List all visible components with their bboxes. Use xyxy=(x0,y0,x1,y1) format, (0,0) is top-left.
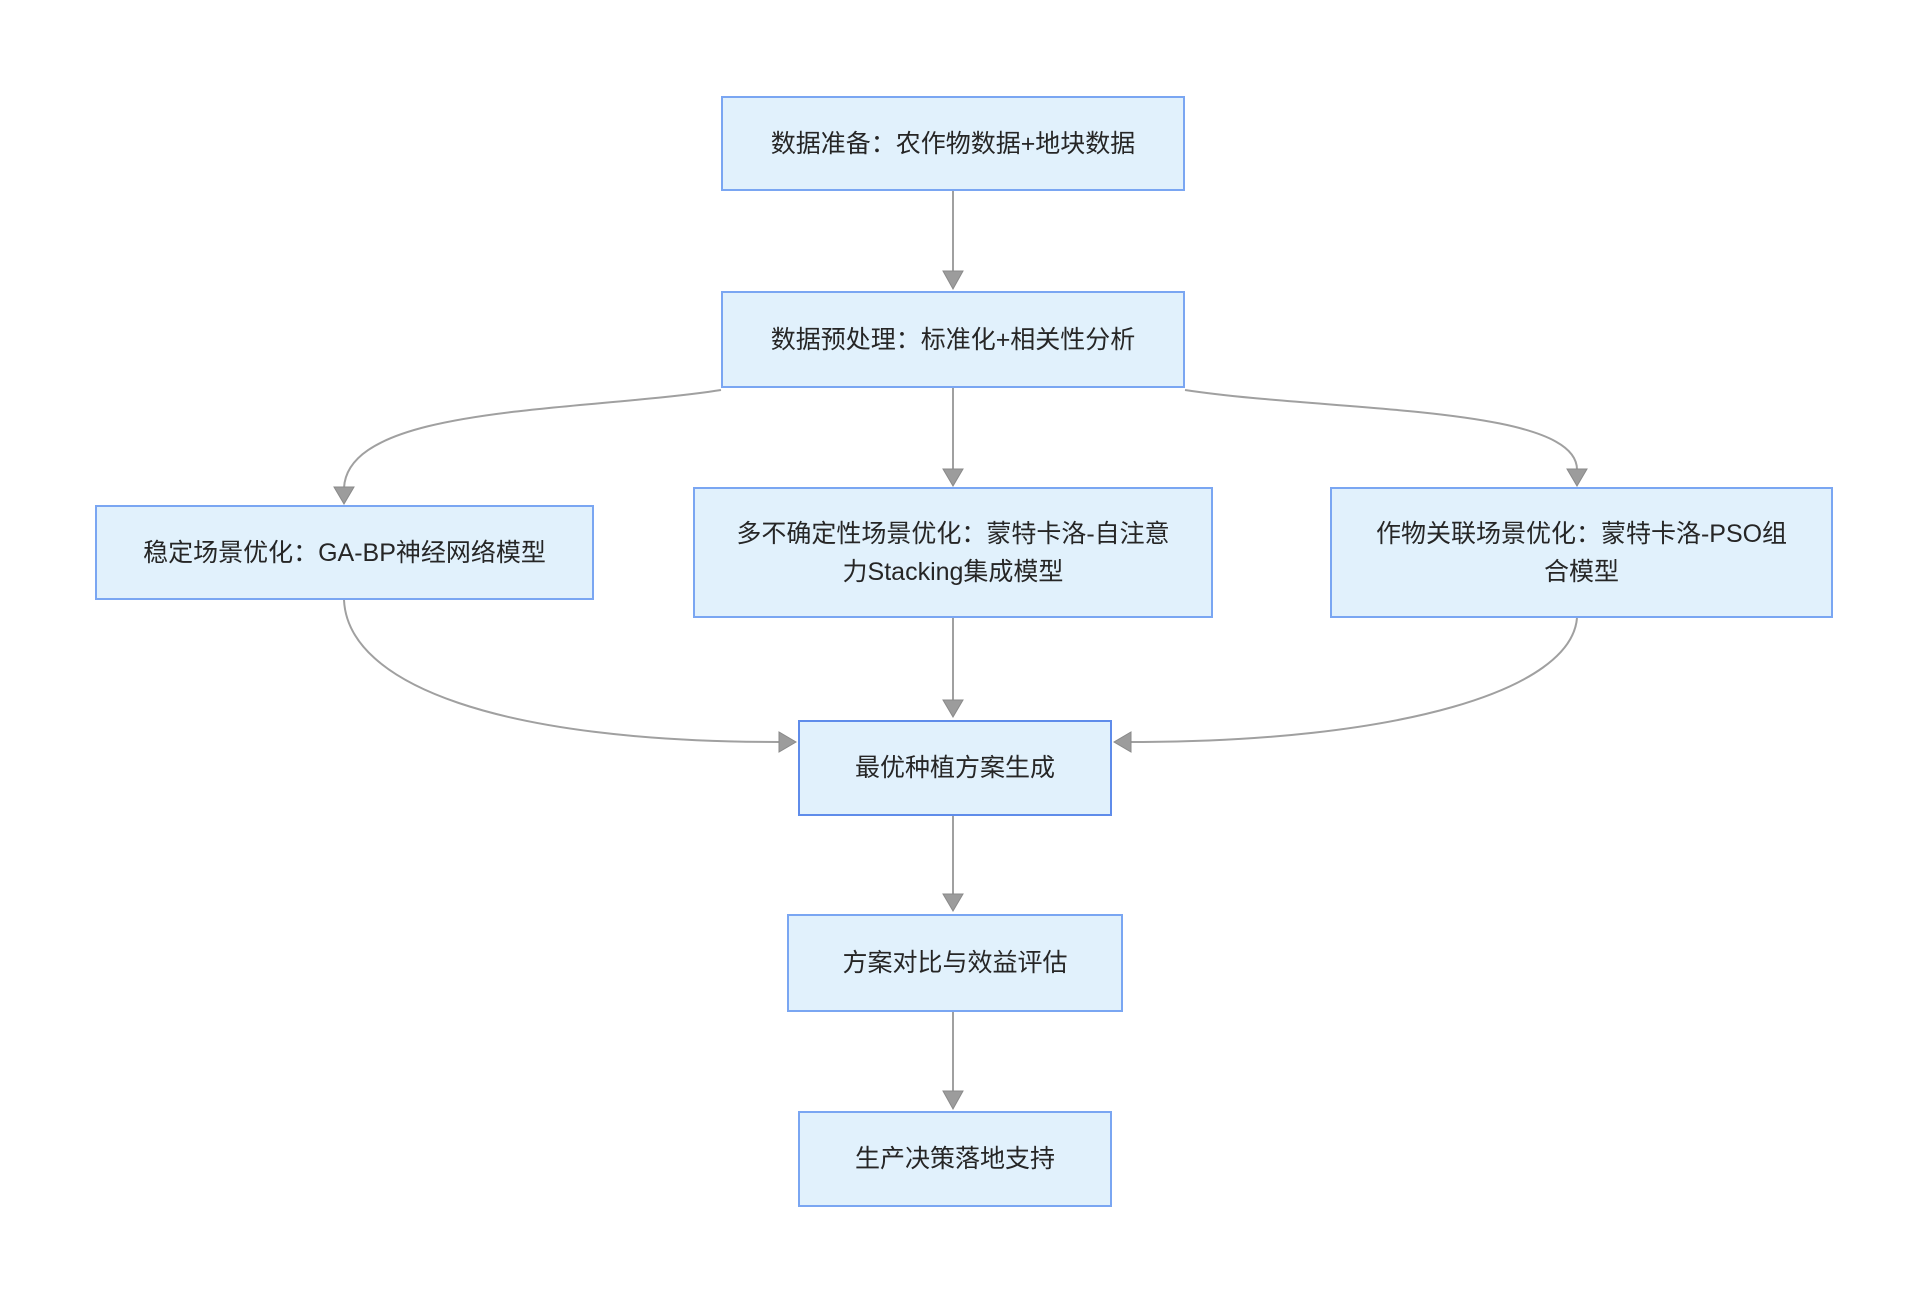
arrowhead-down-icon xyxy=(942,468,964,487)
node-data-preparation: 数据准备：农作物数据+地块数据 xyxy=(721,96,1185,191)
arrowhead-left-icon xyxy=(1113,731,1132,753)
arrowhead-down-icon xyxy=(942,1090,964,1111)
node-label: 作物关联场景优化：蒙特卡洛-PSO组合模型 xyxy=(1375,519,1788,586)
arrowhead-down-icon xyxy=(1566,468,1588,487)
node-label: 多不确定性场景优化：蒙特卡洛-自注意力Stacking集成模型 xyxy=(736,519,1170,586)
node-label: 最优种植方案生成 xyxy=(854,754,1055,782)
node-stable-scenario-optimization: 稳定场景优化：GA-BP神经网络模型 xyxy=(95,505,594,600)
arrowhead-down-icon xyxy=(333,486,355,505)
node-plan-comparison-benefit-evaluation: 方案对比与效益评估 xyxy=(787,914,1123,1012)
node-label: 稳定场景优化：GA-BP神经网络模型 xyxy=(143,538,546,567)
edge-stable-to-optimal xyxy=(343,599,780,743)
node-crop-association-scenario-optimization: 作物关联场景优化：蒙特卡洛-PSO组合模型 xyxy=(1330,487,1833,618)
node-data-preprocessing: 数据预处理：标准化+相关性分析 xyxy=(721,291,1185,388)
node-label: 方案对比与效益评估 xyxy=(842,949,1068,977)
node-label: 数据预处理：标准化+相关性分析 xyxy=(770,325,1136,354)
node-uncertainty-scenario-optimization: 多不确定性场景优化：蒙特卡洛-自注意力Stacking集成模型 xyxy=(693,487,1213,618)
node-label: 生产决策落地支持 xyxy=(854,1145,1055,1173)
node-optimal-planting-plan: 最优种植方案生成 xyxy=(798,720,1112,816)
arrowhead-down-icon xyxy=(942,699,964,718)
arrowhead-down-icon xyxy=(942,270,964,291)
node-production-decision-support: 生产决策落地支持 xyxy=(798,1111,1112,1207)
edge-preprocess-to-crop-assoc xyxy=(1184,389,1579,471)
node-label: 数据准备：农作物数据+地块数据 xyxy=(770,129,1136,158)
arrowhead-down-icon xyxy=(942,893,964,912)
arrowhead-right-icon xyxy=(778,731,797,753)
edge-crop-assoc-to-optimal xyxy=(1130,617,1578,743)
edge-preprocess-to-stable xyxy=(343,389,722,489)
